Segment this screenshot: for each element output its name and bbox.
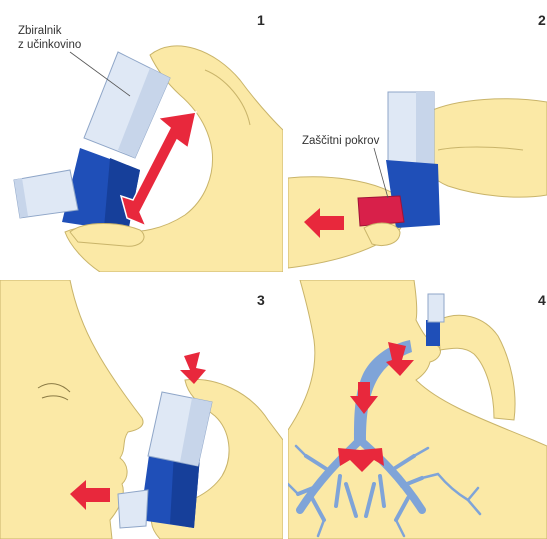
cap-label: Zaščitni pokrov: [302, 134, 379, 148]
inhaler-mouthpiece: [118, 490, 148, 528]
canister-label-line-1: Zbiralnik: [18, 24, 81, 38]
step-1-panel: Zbiralnik z učinkovino 1: [0, 0, 283, 272]
protective-cap: [358, 196, 404, 226]
canister-label-line-2: z učinkovino: [18, 38, 81, 52]
step-4-illustration: [288, 280, 547, 539]
step-number: 2: [538, 12, 546, 28]
step-number: 3: [257, 292, 265, 308]
step-3-illustration: [0, 280, 283, 539]
step-4-panel: 4: [288, 280, 547, 539]
canister-label: Zbiralnik z učinkovino: [18, 24, 81, 52]
step-3-panel: 3: [0, 280, 283, 539]
inhaler-body: [426, 320, 440, 346]
upper-hand: [428, 99, 547, 197]
step-2-panel: Zaščitni pokrov 2: [288, 0, 547, 272]
medicine-canister: [428, 294, 444, 322]
step-number: 4: [538, 292, 546, 308]
step-number: 1: [257, 12, 265, 28]
